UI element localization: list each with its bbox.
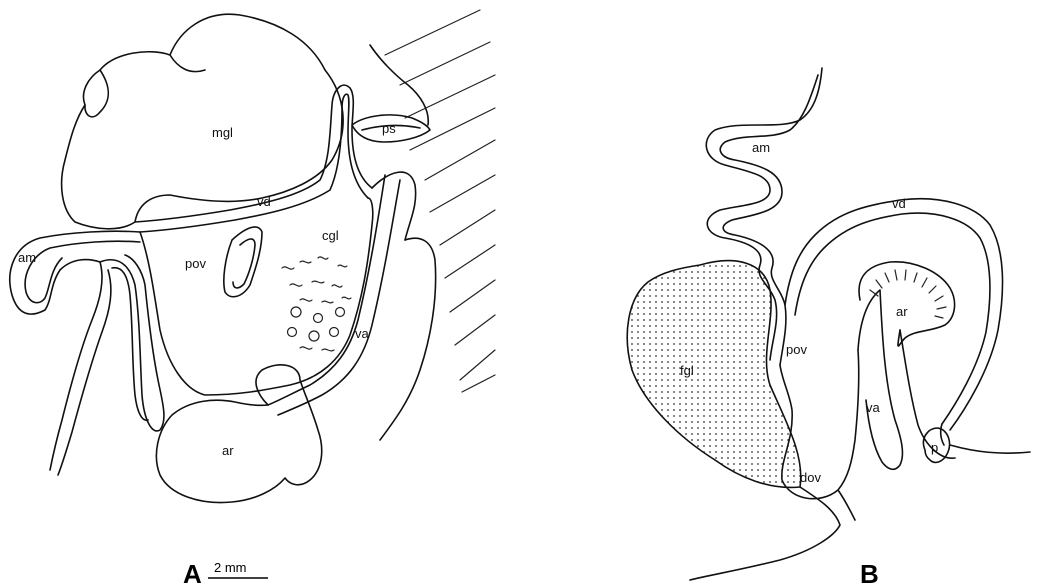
panel-a-label-ps: ps [382,121,396,136]
panel-a-label-vd: vd [257,194,271,209]
panel-b-vd-outer [785,199,1003,430]
panel-a-ar-shape [156,365,321,503]
panel-a-long-duct-1 [50,262,102,470]
panel-a-label-cgl: cgl [322,228,339,243]
panel-b-body-lower [690,487,840,580]
panel-b-label-pov: pov [786,342,807,357]
panel-a-label-pov: pov [185,256,206,271]
panel-a-ps-stem [370,45,428,125]
panel-a-label-am: am [18,250,36,265]
panel-a-label-mgl: mgl [212,125,233,140]
panel-a-label-va: va [355,326,370,341]
panel-a-mgl-lobe-top [170,55,205,72]
panel-b-dov-line [838,490,855,520]
panel-a-label-ar: ar [222,443,234,458]
scale-bar-label: 2 mm [214,560,247,575]
panel-b-baseline [950,445,1030,453]
panel-b-va-inner [900,330,955,458]
panel-b-letter: B [860,559,879,587]
panel-b-fgl-shape [627,261,801,488]
panel-b-label-vd: vd [892,196,906,211]
panel-b-label-ar: ar [896,304,908,319]
panel-b-vd-inner [795,213,990,424]
panel-a-vd-duct [135,85,372,222]
panel-a-vd-duct-inner [140,94,368,232]
panel-b-p-stem [941,424,944,445]
panel-a-body-wall [380,238,436,440]
panel-a-mgl-shape [62,14,344,229]
panel-b: am vd ar fgl pov va p dov B [627,68,1030,587]
panel-a-cgl-right [372,172,416,240]
panel-a-hatching [385,10,495,392]
panel-a-letter: A [183,559,202,587]
panel-a-pov-shape [224,227,262,297]
panel-b-label-p: p [931,440,938,455]
panel-b-label-va: va [866,400,881,415]
panel-a-cgl-texture [282,257,351,351]
panel-a-long-duct-2 [58,270,111,475]
panel-a-mgl-lobe-left [85,70,108,117]
panel-b-label-dov: dov [800,470,821,485]
panel-b-label-fgl: fgl [680,363,694,378]
panel-a: mgl ps vd cgl pov am va ar A 2 mm [10,10,495,587]
panel-a-va-duct-inner [278,180,400,415]
panel-b-label-am: am [752,140,770,155]
